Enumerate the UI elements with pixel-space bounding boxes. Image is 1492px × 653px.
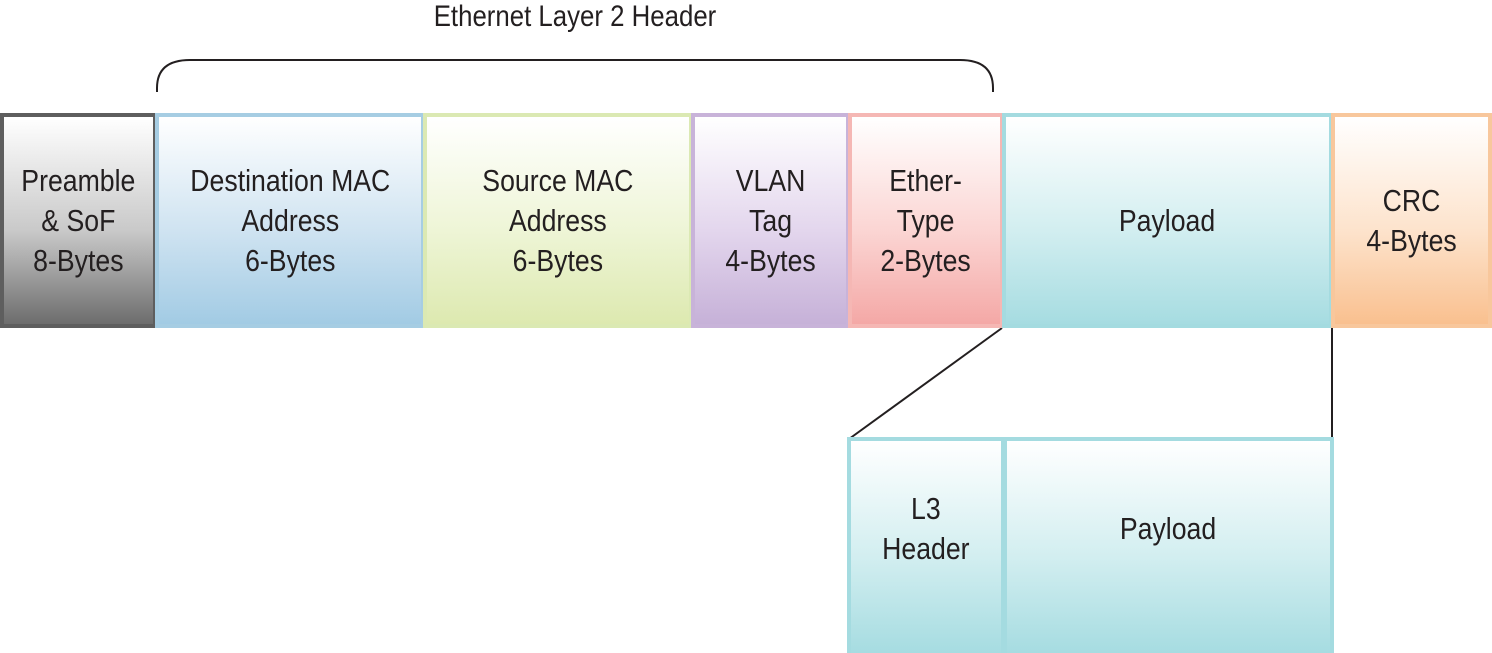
ethernet-layer2-header-label: Ethernet Layer 2 Header: [433, 0, 717, 33]
ether-type-field: Ether- Type 2-Bytes: [848, 113, 1004, 328]
preamble-sof-field: Preamble & SoF 8-Bytes: [0, 113, 157, 328]
inner-payload-field: Payload: [1003, 437, 1334, 653]
crc-field: CRC 4-Bytes: [1331, 113, 1492, 328]
l3-header-label: L3 Header: [882, 491, 970, 566]
payload-expand-line-left: [848, 327, 1003, 440]
payload-label: Payload: [1119, 202, 1216, 238]
destination-mac-label: Destination MAC Address 6-Bytes: [189, 162, 391, 278]
payload-field: Payload: [1002, 113, 1333, 328]
crc-label: CRC 4-Bytes: [1366, 182, 1457, 258]
source-mac-field: Source MAC Address 6-Bytes: [423, 113, 693, 328]
source-mac-label: Source MAC Address 6-Bytes: [482, 162, 634, 278]
layer2-header-brace: [156, 59, 994, 92]
destination-mac-field: Destination MAC Address 6-Bytes: [155, 113, 425, 328]
vlan-tag-field: VLAN Tag 4-Bytes: [691, 113, 850, 328]
ether-type-label: Ether- Type 2-Bytes: [880, 162, 972, 278]
vlan-tag-label: VLAN Tag 4-Bytes: [725, 162, 816, 278]
preamble-sof-label: Preamble & SoF 8-Bytes: [21, 162, 136, 278]
l3-header-field: L3 Header: [847, 437, 1005, 653]
inner-payload-label: Payload: [1120, 511, 1217, 546]
